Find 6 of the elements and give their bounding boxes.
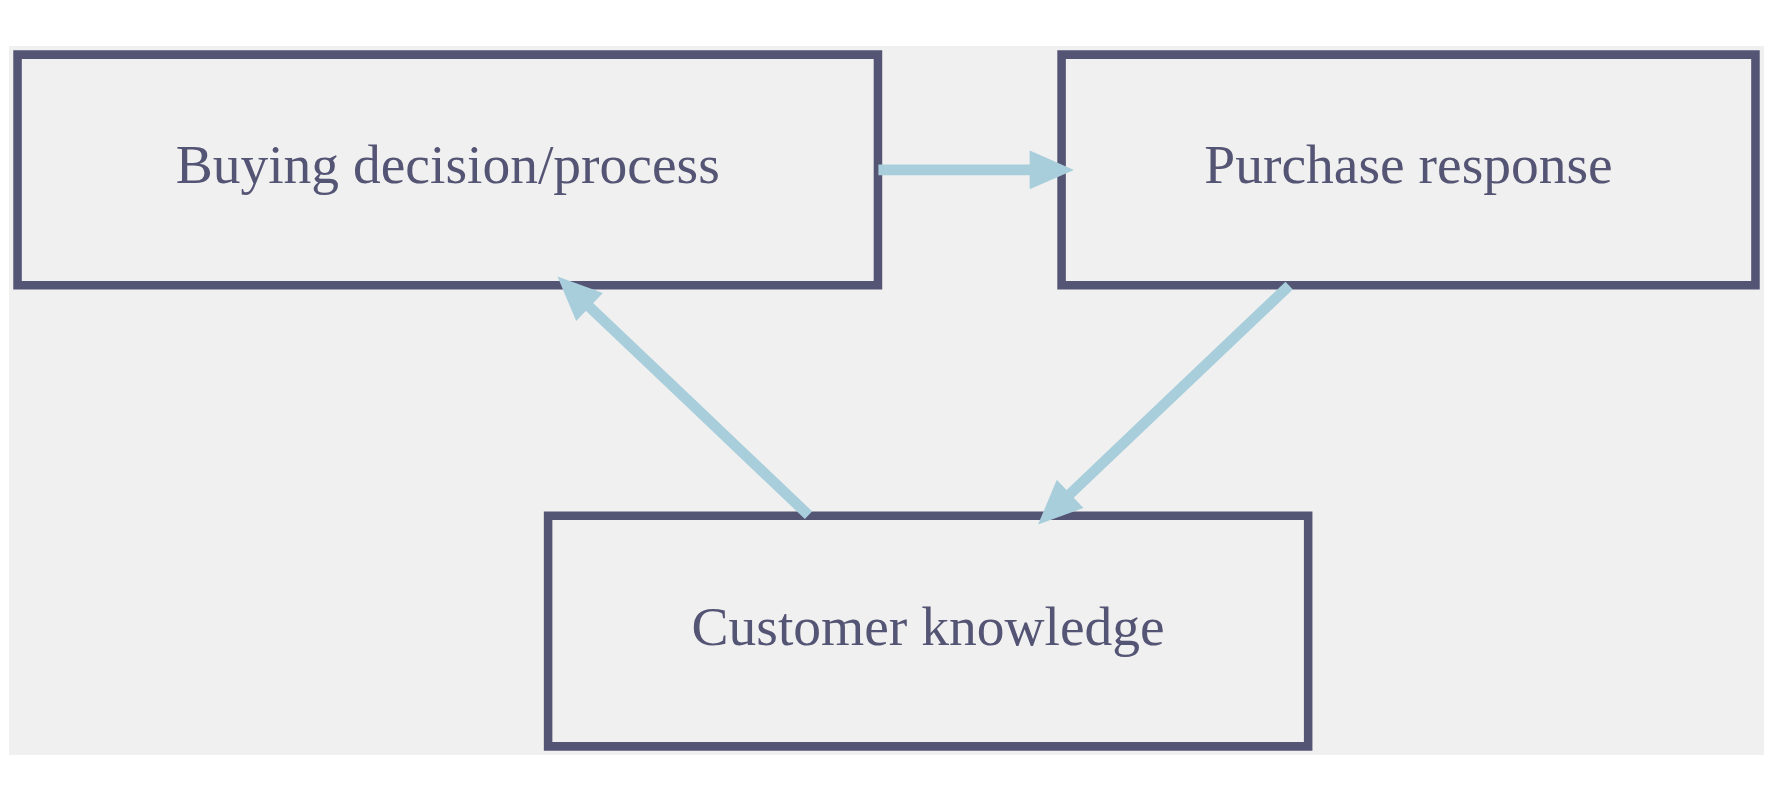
- arrow: [1037, 281, 1293, 525]
- node-box: Purchase response: [1056, 50, 1760, 290]
- arrow: [877, 150, 1074, 190]
- node-box: Customer knowledge: [543, 511, 1312, 751]
- arrow: [556, 276, 812, 520]
- node-box: Buying decision/process: [12, 50, 882, 290]
